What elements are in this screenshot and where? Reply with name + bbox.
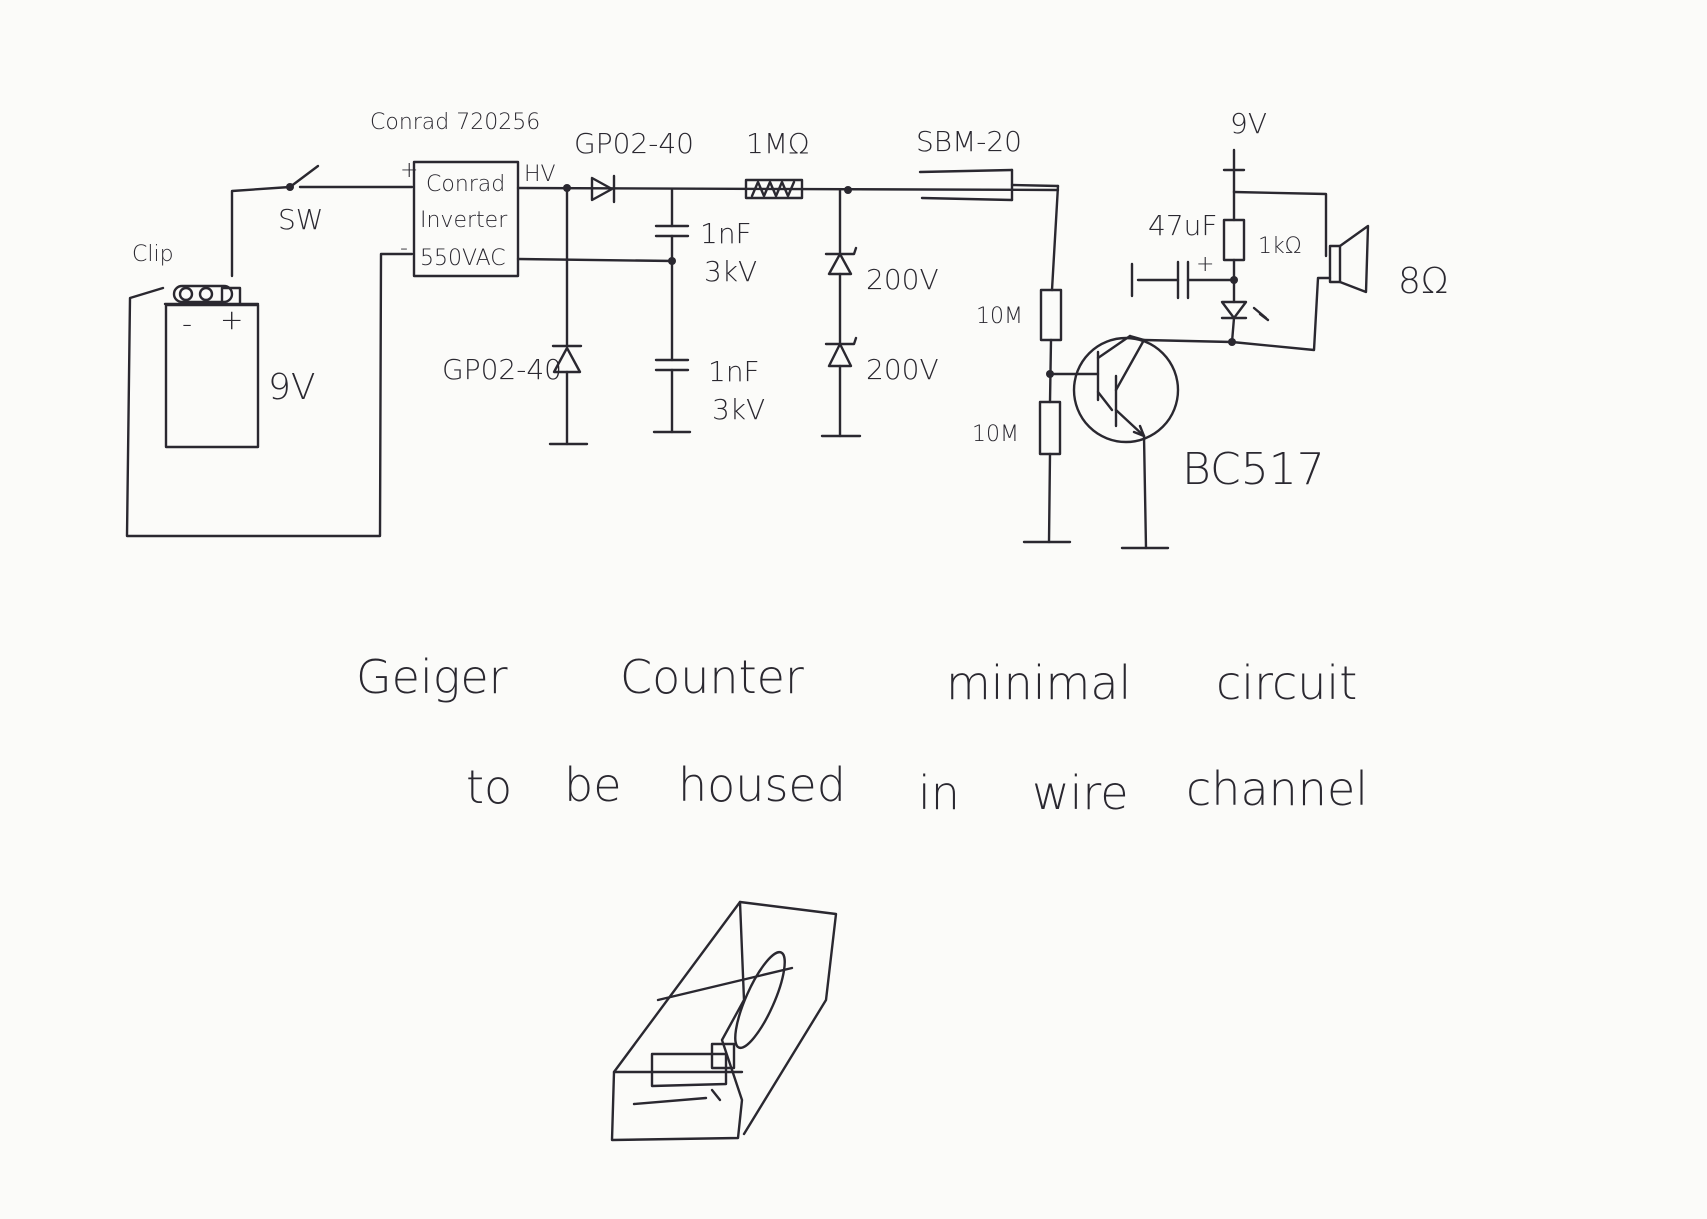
geiger-tube (918, 168, 1014, 202)
cap2-value-label: 1nF (708, 355, 760, 388)
transistor-label: BC517 (1182, 444, 1325, 495)
divider-r1-label: 10M (976, 304, 1023, 329)
caption-word: in (918, 766, 960, 820)
inverter-module (412, 160, 520, 278)
inverter-hv-label: HV (524, 162, 556, 187)
junction-hv-2 (844, 186, 852, 194)
inverter-text-line1: Conrad (426, 172, 506, 197)
capacitor-47uf (1130, 260, 1238, 300)
inverter-text-line3: 550VAC (420, 246, 506, 271)
resistor-1m-label: 1MΩ (746, 127, 810, 160)
cap-47uf-label: 47uF (1148, 209, 1218, 242)
cap2-voltage-label: 3kV (712, 393, 766, 426)
caption-word: channel (1186, 762, 1369, 816)
caption-word: be (564, 758, 622, 812)
cap1-voltage-label: 3kV (704, 255, 758, 288)
diode-series (590, 174, 616, 204)
caption-word: minimal (946, 656, 1132, 710)
cap-47uf-plus-label: + (1196, 252, 1215, 277)
zener2-label: 200V (866, 353, 939, 386)
caption-word: circuit (1216, 656, 1358, 710)
caption-word: to (466, 760, 513, 814)
diode-shunt (548, 186, 589, 446)
clip-label: Clip (132, 242, 174, 267)
hv-rail (516, 186, 1060, 192)
resistor-1m (744, 178, 804, 200)
tube-label: SBM-20 (916, 125, 1022, 158)
inverter-minus-label: - (400, 236, 408, 261)
transistor-bc517 (1048, 334, 1234, 550)
inverter-plus-label: + (400, 158, 419, 183)
battery-9v (163, 302, 260, 449)
caption-word: housed (678, 758, 846, 812)
return-wire (516, 257, 676, 263)
switch-label: SW (278, 203, 324, 236)
caption-word: Geiger (356, 650, 508, 704)
battery-plus-label: + (220, 303, 244, 336)
wire-channel-sketch (610, 900, 838, 1142)
zener-stack (820, 188, 862, 438)
tube-output-wire (1010, 183, 1060, 188)
zener1-label: 200V (866, 263, 939, 296)
inverter-text-line2: Inverter (420, 208, 508, 233)
caption-word: wire (1032, 766, 1129, 820)
capacitor-stack (652, 188, 692, 434)
speaker-icon (1328, 224, 1370, 294)
battery-wiring (125, 185, 414, 538)
diode-shunt-label: GP02-40 (442, 353, 562, 386)
diode-series-label: GP02-40 (574, 127, 694, 160)
battery-clip (172, 284, 242, 306)
switch-sw (286, 164, 414, 191)
voltage-divider (1022, 184, 1072, 544)
battery-voltage-label: 9V (268, 367, 316, 408)
divider-r2-label: 10M (972, 422, 1019, 447)
supply-voltage-label: 9V (1230, 107, 1267, 140)
inverter-part-number: Conrad 720256 (370, 110, 541, 135)
battery-minus-label: - (182, 307, 193, 340)
resistor-1k-label: 1kΩ (1258, 234, 1302, 259)
caption-word: Counter (620, 650, 804, 704)
cap1-value-label: 1nF (700, 217, 752, 250)
speaker-label: 8Ω (1398, 261, 1449, 302)
